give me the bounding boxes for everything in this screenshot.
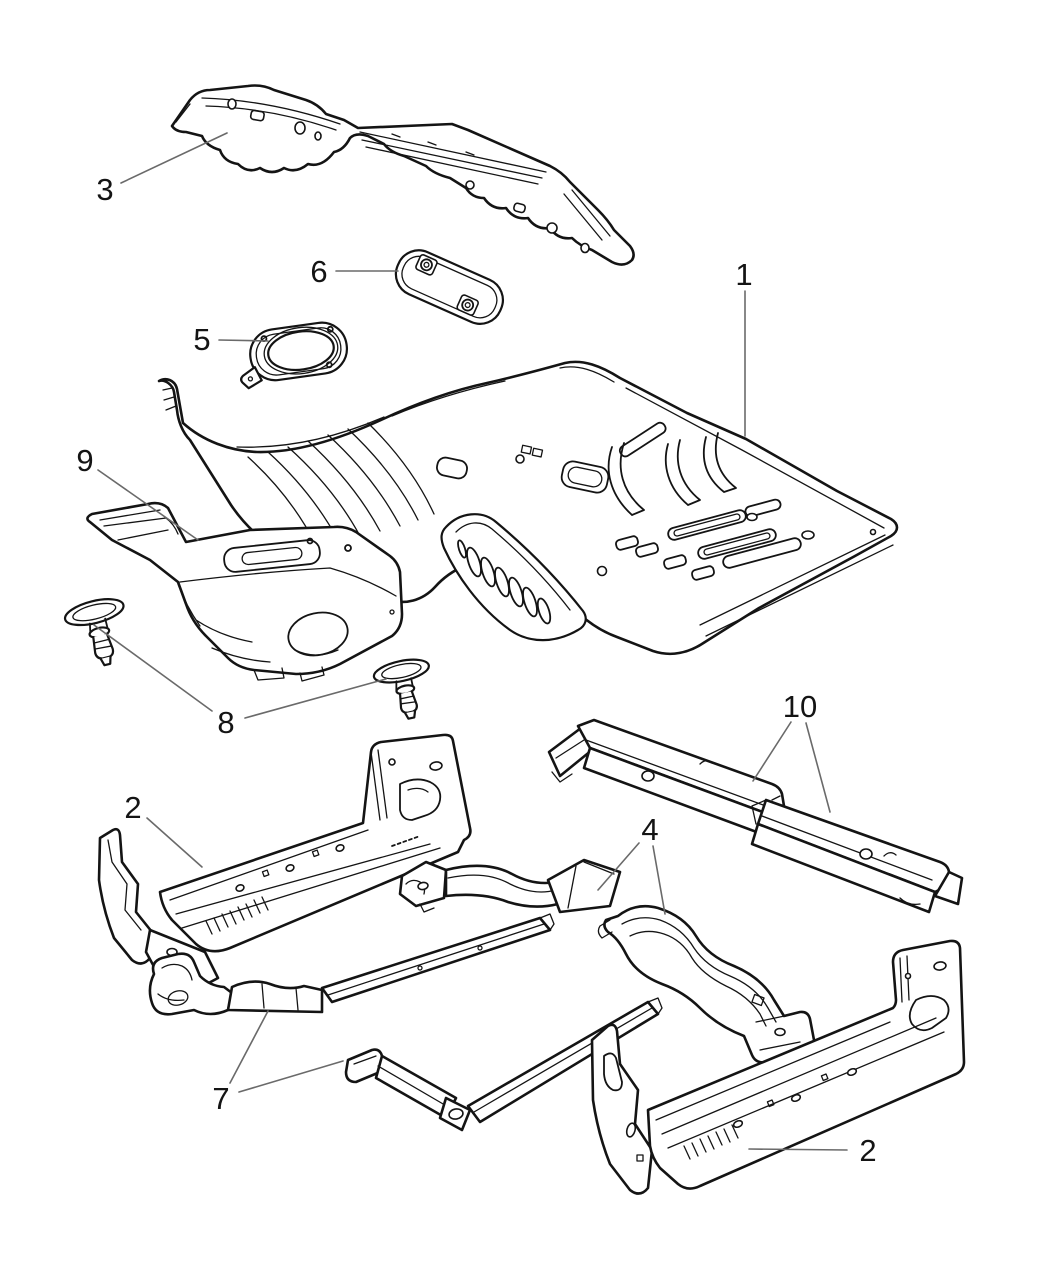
part-9-silencer-pad: [86, 501, 404, 682]
part-2-rocker-left: [97, 733, 472, 995]
part-10-rail-rear: [750, 798, 964, 914]
leader-line-7b: [238, 1060, 344, 1093]
callout-label-3[interactable]: 3: [96, 172, 113, 207]
leader-line-2-left: [146, 817, 203, 868]
part-7-support-front: [148, 913, 555, 1016]
part-8-push-pin-left: [63, 598, 125, 667]
part-6-cover-plate: [394, 249, 504, 325]
callout-label-8[interactable]: 8: [217, 705, 234, 740]
leader-lines: [93, 132, 848, 1151]
rocker-hatch-left: [205, 896, 269, 935]
callout-labels: 1 2 2 3 4 5 6 7 8 9 10: [76, 172, 876, 1168]
part-10-rail-front: [547, 718, 786, 836]
leader-line-4a: [597, 842, 640, 891]
part-4-crossmember-rear: [597, 904, 816, 1064]
callout-label-9[interactable]: 9: [76, 443, 93, 478]
part-5-gasket-ring: [240, 321, 349, 390]
leader-line-8b: [244, 678, 387, 719]
leader-line-7a: [229, 1010, 269, 1084]
callout-label-6[interactable]: 6: [310, 254, 327, 289]
leader-line-3: [120, 132, 228, 184]
callout-label-4[interactable]: 4: [641, 812, 658, 847]
part-3-front-crossmember: [170, 84, 635, 266]
rocker-hatch-right: [683, 1124, 739, 1160]
leader-line-9: [97, 469, 199, 541]
arch-vent-slots: [457, 539, 552, 625]
leader-line-5: [218, 339, 269, 342]
leader-line-10b: [805, 722, 831, 813]
leader-line-4b: [652, 845, 666, 915]
leader-line-2-right: [748, 1148, 848, 1151]
leader-line-8a: [93, 624, 213, 712]
shifter-opening: [560, 460, 610, 494]
leader-line-10a: [752, 721, 792, 782]
callout-label-10[interactable]: 10: [783, 689, 817, 724]
callout-label-2-left[interactable]: 2: [124, 790, 141, 825]
floor-bead-slots: [615, 421, 802, 581]
part-2-rocker-right: [590, 939, 966, 1195]
callout-label-2-right[interactable]: 2: [859, 1133, 876, 1168]
part-8-push-pin-right: [372, 658, 430, 720]
callout-label-5[interactable]: 5: [193, 322, 210, 357]
part-4-crossmember-front: [398, 858, 622, 914]
callout-label-7[interactable]: 7: [212, 1081, 229, 1116]
callout-label-1[interactable]: 1: [735, 257, 752, 292]
